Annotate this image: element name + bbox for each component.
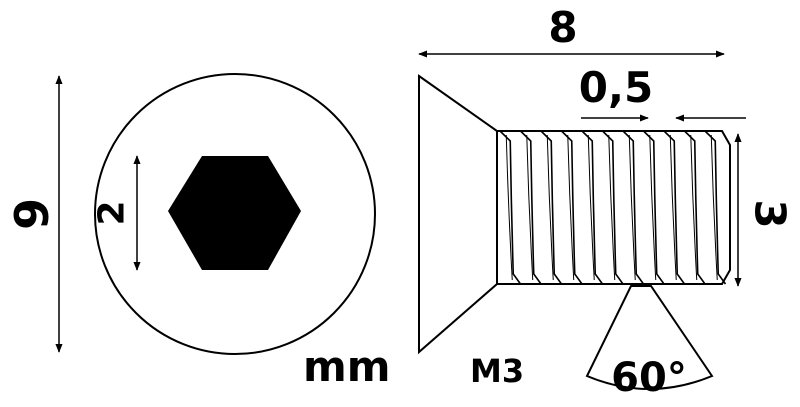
thread-line xyxy=(540,130,563,285)
thread-line xyxy=(683,130,706,285)
thread-line xyxy=(622,130,645,285)
thread-spec-label: M3 xyxy=(470,352,524,390)
thread-line xyxy=(663,130,686,285)
thread-crest-line xyxy=(546,134,554,281)
countersunk-head xyxy=(418,74,498,355)
thread-angle-indicator: 60° xyxy=(585,285,714,401)
total-length-dimension: 8 xyxy=(418,3,725,58)
thread-diameter-dimension: 3 xyxy=(734,133,795,287)
thread-crest-line xyxy=(608,134,616,281)
thread-crest-line xyxy=(505,134,513,281)
thread-crest-line xyxy=(628,134,636,281)
thread-line xyxy=(601,130,624,285)
thread-crest-line xyxy=(649,134,657,281)
thread-angle-label: 60° xyxy=(611,355,687,401)
thread-pitch-label: 0,5 xyxy=(579,63,653,112)
thread-line xyxy=(642,130,665,285)
thread-line xyxy=(519,130,542,285)
thread-crest-line xyxy=(669,134,677,281)
head-diameter-label: 6 xyxy=(3,198,57,230)
thread-crest-line xyxy=(690,134,698,281)
head-top-view xyxy=(94,73,376,355)
thread-line xyxy=(560,130,583,285)
thread-diameter-label: 3 xyxy=(746,199,795,228)
thread-pitch-dimension: 0,5 xyxy=(579,63,746,122)
hex-size-label: 2 xyxy=(92,200,133,225)
thread-line xyxy=(499,130,522,285)
thread-crest-line xyxy=(567,134,575,281)
thread-line xyxy=(581,130,604,285)
head-diameter-dimension: 6 xyxy=(3,75,63,353)
hex-socket xyxy=(168,156,301,270)
total-length-label: 8 xyxy=(548,3,577,52)
units-label: mm xyxy=(303,342,391,391)
thread-angle-sector xyxy=(585,285,714,390)
thread-crest-line xyxy=(587,134,595,281)
thread-crest-line xyxy=(710,134,718,281)
screw-side-view xyxy=(418,74,731,355)
thread-line xyxy=(704,130,727,285)
thread-lines xyxy=(499,130,727,285)
hex-size-dimension: 2 xyxy=(92,155,141,271)
thread-crest-line xyxy=(526,134,534,281)
